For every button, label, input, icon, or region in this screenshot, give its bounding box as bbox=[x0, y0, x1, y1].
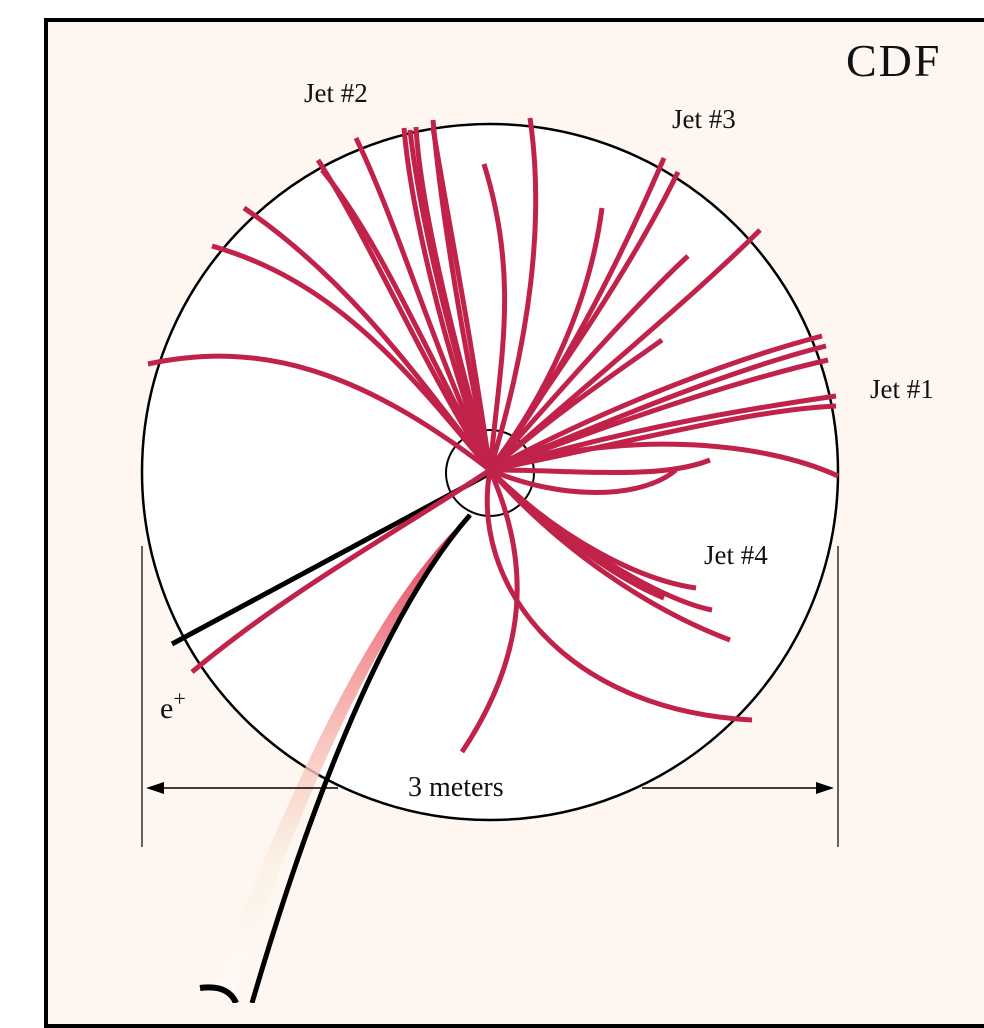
track bbox=[459, 468, 520, 754]
jet-4-label: Jet #4 bbox=[704, 540, 768, 570]
track bbox=[488, 468, 731, 643]
beam-edge-line bbox=[249, 513, 472, 1003]
track bbox=[481, 163, 508, 471]
track bbox=[489, 457, 711, 475]
track bbox=[489, 467, 678, 495]
track bbox=[190, 467, 492, 674]
positron-charge: + bbox=[173, 686, 185, 711]
scale-left-arrowhead bbox=[146, 782, 164, 794]
track bbox=[487, 207, 605, 472]
track bbox=[353, 136, 493, 472]
event-display: CDF Jet #2 Jet #3 Jet #1 Jet #4 e+ 3 met… bbox=[44, 18, 984, 1028]
track bbox=[489, 357, 829, 473]
track bbox=[430, 127, 493, 471]
jet-2-label: Jet #2 bbox=[304, 78, 368, 108]
beam-wedge bbox=[212, 514, 472, 1003]
track bbox=[413, 126, 493, 471]
scale-right-arrowhead bbox=[816, 782, 834, 794]
jet-1-label: Jet #1 bbox=[870, 374, 934, 404]
track bbox=[489, 441, 840, 479]
track bbox=[489, 403, 837, 473]
track bbox=[484, 469, 753, 723]
positron-label: e+ bbox=[160, 686, 186, 725]
detector-svg: CDF Jet #2 Jet #3 Jet #1 Jet #4 e+ 3 met… bbox=[140, 35, 941, 1003]
track bbox=[488, 337, 664, 472]
beam-tip-curl bbox=[199, 984, 239, 1003]
track bbox=[211, 243, 492, 472]
track bbox=[488, 468, 713, 613]
jet-3-label: Jet #3 bbox=[672, 104, 736, 134]
detector-title: CDF bbox=[846, 35, 941, 86]
positron-symbol: e bbox=[160, 692, 173, 725]
scale-label: 3 meters bbox=[408, 772, 504, 803]
track bbox=[487, 117, 539, 471]
track bbox=[488, 254, 690, 472]
track bbox=[147, 353, 492, 472]
track bbox=[401, 127, 493, 471]
track bbox=[320, 168, 493, 472]
track bbox=[488, 333, 823, 473]
jet-tracks bbox=[147, 117, 840, 754]
